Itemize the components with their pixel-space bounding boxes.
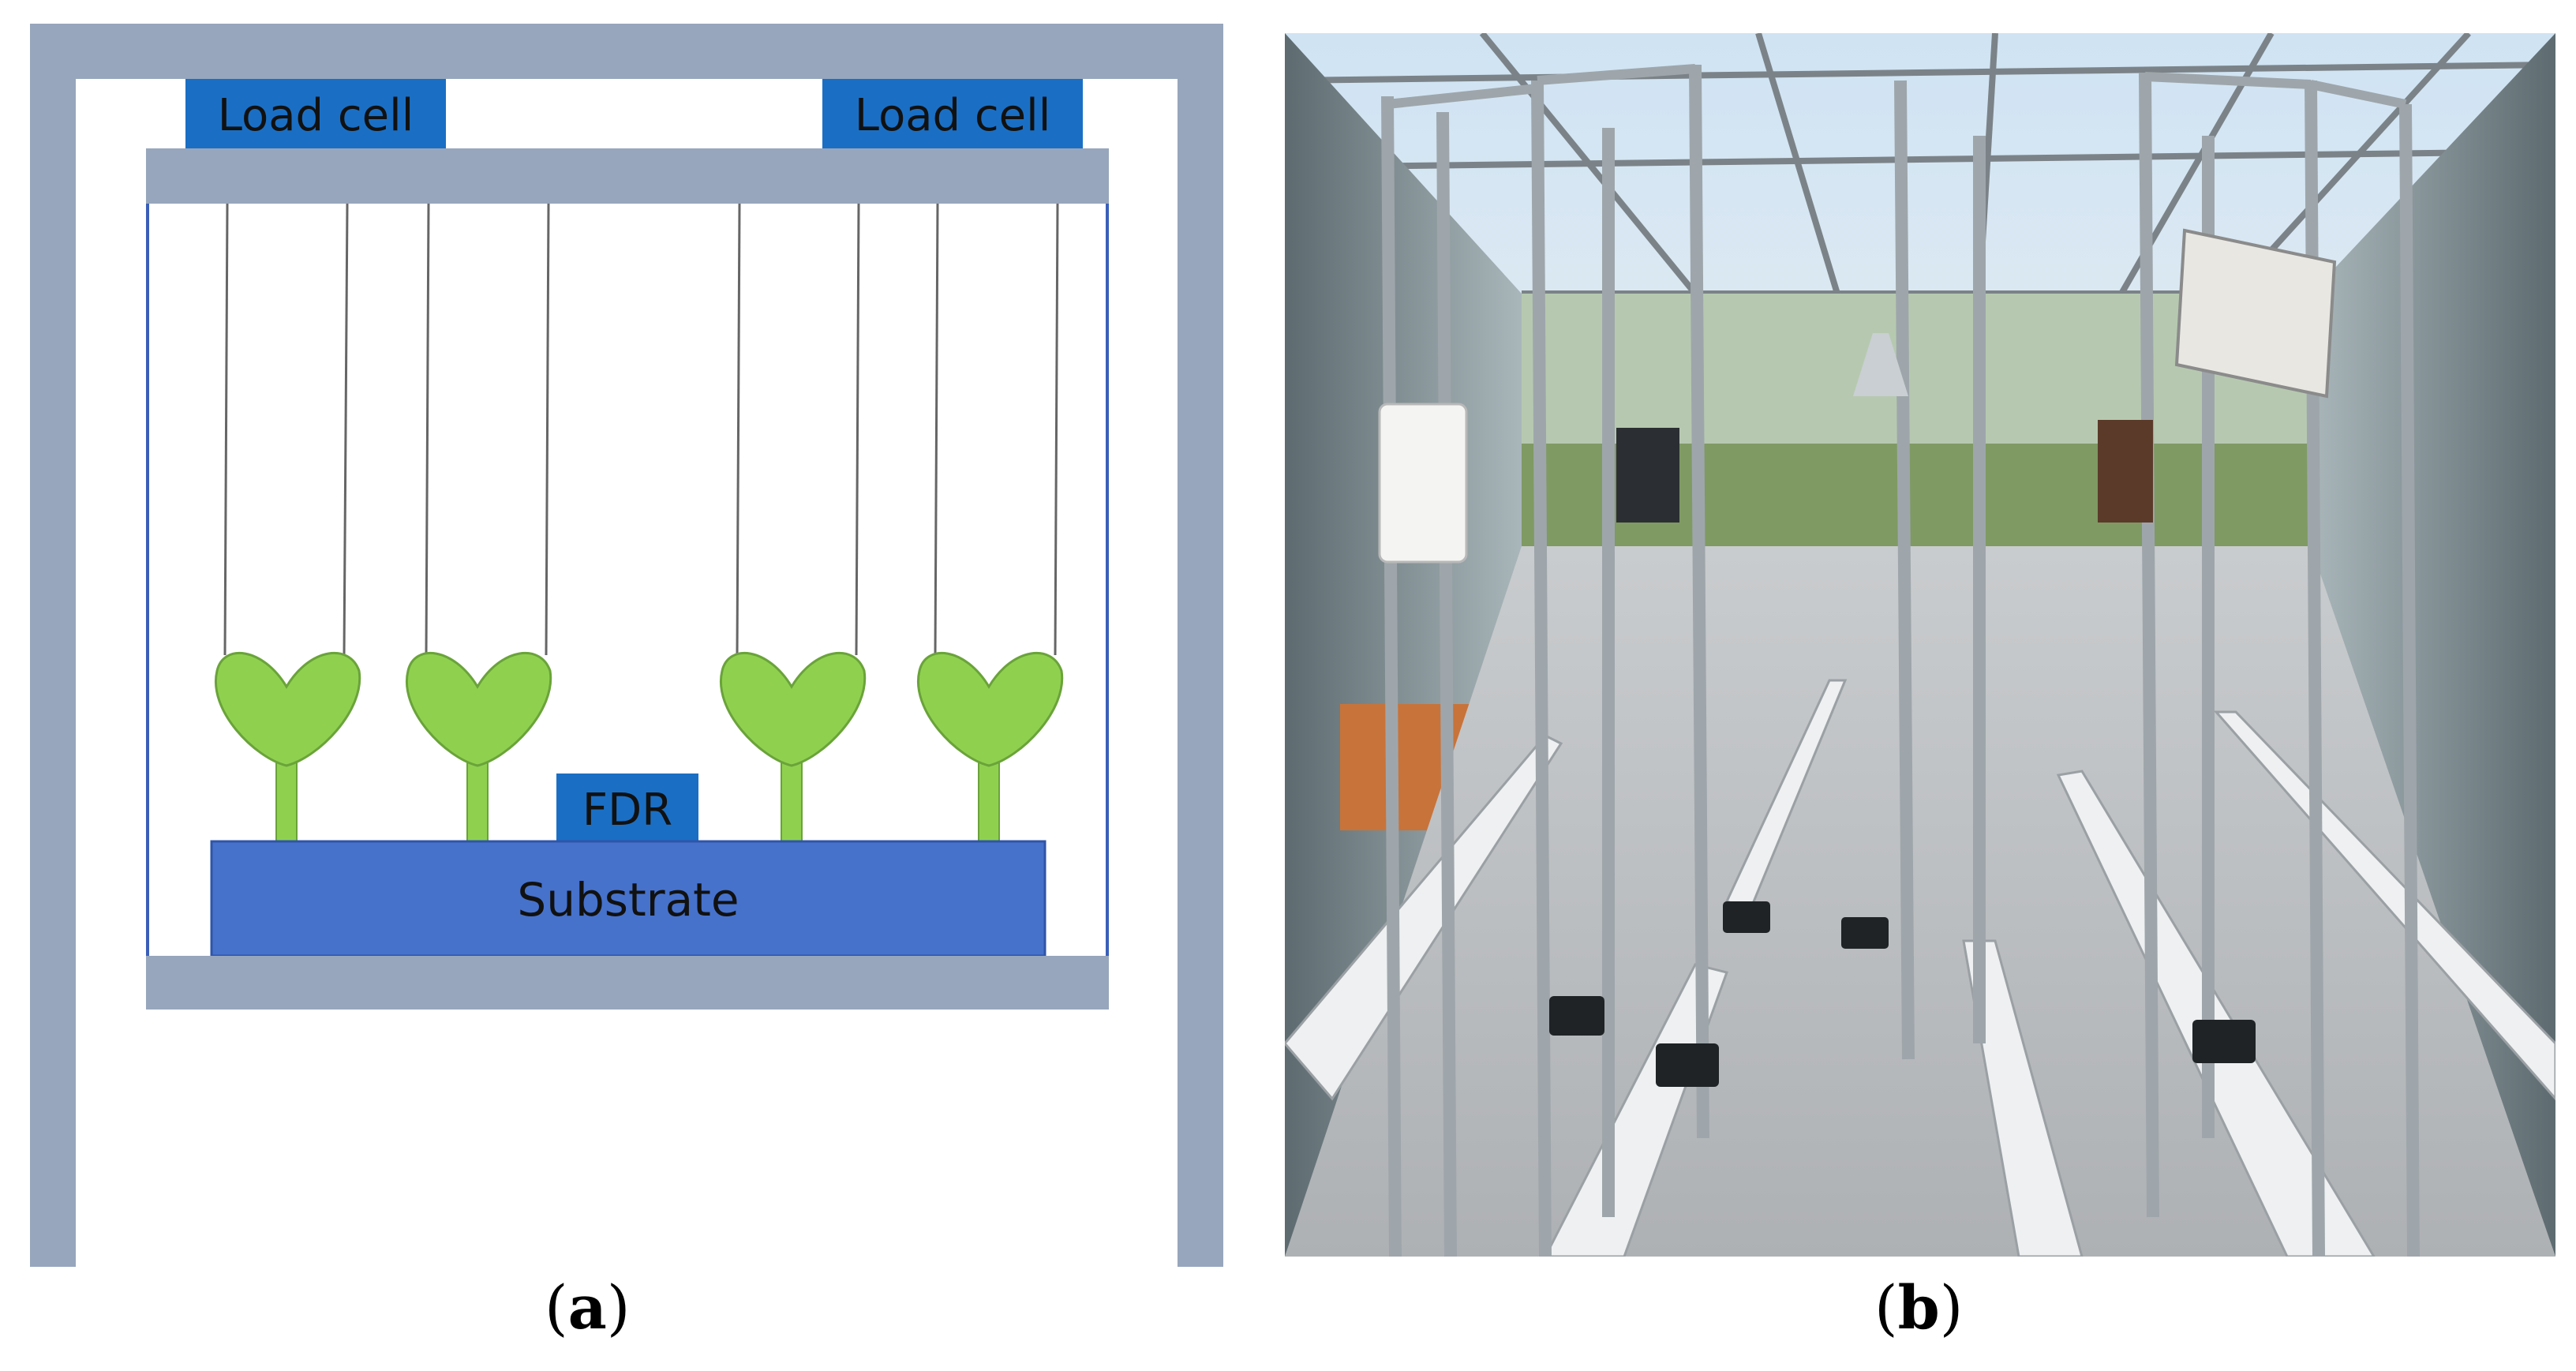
fan-right: [2098, 420, 2153, 523]
load-cell-right: Load cell: [822, 79, 1083, 148]
load-cell-left-label: Load cell: [218, 90, 414, 141]
trough-sensors: [1549, 901, 2256, 1087]
upper-support-beam: [146, 148, 1109, 204]
fdr-sensor: FDR: [556, 774, 698, 843]
support-strings: [223, 203, 1059, 656]
caption-a: (a): [545, 1272, 631, 1343]
left-glass-wall: [1285, 33, 1522, 1257]
load-cell-left: Load cell: [185, 79, 446, 148]
frame-left-post: [30, 24, 76, 1267]
caption-a-open: (: [545, 1272, 568, 1343]
growing-gutters: [1285, 679, 2555, 1257]
grow-light-panel: [2174, 228, 2337, 399]
load-cell-right-label: Load cell: [855, 90, 1051, 141]
frame-right-post: [1178, 24, 1223, 1267]
fan-left: [1616, 428, 1679, 523]
plant-2: [405, 652, 552, 845]
right-glass-wall: [2311, 33, 2555, 1257]
fdr-label: FDR: [582, 785, 672, 836]
hanging-lamp: [1853, 333, 1908, 396]
caption-b-open: (: [1874, 1272, 1898, 1343]
frame-top-beam: [30, 24, 1223, 79]
caption-b-letter: b: [1897, 1272, 1940, 1343]
caption-a-close: ): [606, 1272, 631, 1343]
substrate-block: Substrate: [210, 840, 1046, 957]
caption-a-letter: a: [567, 1272, 607, 1343]
plant-3: [719, 652, 867, 845]
sensor-enclosure: [1378, 403, 1468, 564]
lower-support-beam: [146, 956, 1109, 1010]
aluminum-frame-beams: [1387, 64, 2407, 109]
schematic-diagram: Load cell Load cell FDR: [30, 24, 1223, 1267]
caption-b: (b): [1874, 1272, 1963, 1343]
substrate-label: Substrate: [517, 873, 739, 927]
plant-1: [214, 652, 361, 845]
caption-b-close: ): [1939, 1272, 1964, 1343]
plant-4: [916, 652, 1064, 845]
greenhouse-photo: [1285, 33, 2555, 1257]
